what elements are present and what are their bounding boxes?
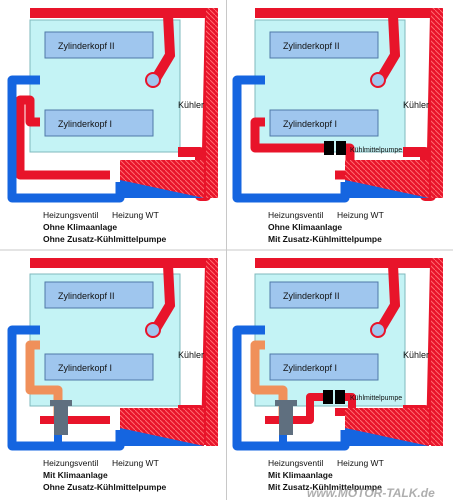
coolant-pump-icon	[336, 141, 346, 155]
hose-joint-icon	[145, 322, 161, 338]
head-outlet-hose	[150, 260, 176, 335]
heater-label: Heizung WT	[112, 458, 159, 468]
cylinder-head-1	[44, 353, 154, 381]
cylinder-head-2	[269, 281, 379, 309]
heater-valve-icon	[54, 403, 68, 435]
heater-core-cold	[120, 180, 204, 198]
hose-joint-icon	[370, 322, 386, 338]
cylinder-head-2	[269, 31, 379, 59]
config-line-1: Mit Klimaanlage	[268, 470, 333, 480]
cylinder-head-1	[269, 353, 379, 381]
radiator-fins-icon	[206, 8, 218, 198]
head-outlet-hose	[375, 10, 401, 85]
head-outlet-hose	[375, 260, 401, 335]
radiator-label: Kühler	[178, 350, 204, 360]
panel-4: Zylinderkopf II Zylinderkopf I Kühlmitte…	[232, 258, 443, 492]
coolant-pump-icon	[323, 390, 333, 404]
heater-core-cold	[120, 428, 204, 446]
heater-label: Heizung WT	[337, 458, 384, 468]
head-top-label: Zylinderkopf II	[283, 291, 340, 301]
radiator-fins-icon	[431, 8, 443, 198]
heater-label: Heizung WT	[112, 210, 159, 220]
valve-label: Heizungsventil	[43, 210, 98, 220]
config-line-2: Mit Zusatz-Kühlmittelpumpe	[268, 234, 382, 244]
valve-label: Heizungsventil	[268, 210, 323, 220]
radiator-label: Kühler	[403, 350, 429, 360]
config-line-1: Ohne Klimaanlage	[268, 222, 342, 232]
pump-label: Kühlmittelpumpe	[350, 395, 402, 402]
radiator-label: Kühler	[178, 100, 204, 110]
cylinder-head-2	[44, 31, 154, 59]
radiator-fins-icon	[431, 258, 443, 446]
watermark: www.MOTOR-TALK.de	[307, 486, 435, 500]
hose-joint-icon	[145, 72, 161, 88]
head-top-label: Zylinderkopf II	[58, 291, 115, 301]
valve-label: Heizungsventil	[268, 458, 323, 468]
heater-label: Heizung WT	[337, 210, 384, 220]
head-bottom-label: Zylinderkopf I	[58, 363, 112, 373]
heater-valve-icon	[279, 403, 293, 435]
config-line-2: Ohne Zusatz-Kühlmittelpumpe	[43, 482, 167, 492]
valve-label: Heizungsventil	[43, 458, 98, 468]
config-line-1: Ohne Klimaanlage	[43, 222, 117, 232]
heater-valve-cap	[50, 400, 72, 406]
coolant-pump-icon	[335, 390, 345, 404]
hose-joint-icon	[370, 72, 386, 88]
head-bottom-label: Zylinderkopf I	[283, 119, 337, 129]
config-line-1: Mit Klimaanlage	[43, 470, 108, 480]
panel-2: Zylinderkopf II Zylinderkopf I Kühlmitte…	[232, 8, 443, 244]
heater-feed-hose	[250, 117, 325, 153]
panel-3: Zylinderkopf II Zylinderkopf I Kühler He…	[7, 258, 218, 492]
cylinder-head-1	[269, 109, 379, 137]
head-top-label: Zylinderkopf II	[58, 41, 115, 51]
head-bottom-label: Zylinderkopf I	[58, 119, 112, 129]
cylinder-head-1	[44, 109, 154, 137]
pump-label: Kühlmittelpumpe	[350, 147, 402, 154]
config-line-2: Mit Zusatz-Kühlmittelpumpe	[268, 482, 382, 492]
panel-1: Zylinderkopf II Zylinderkopf I Kühler He…	[7, 8, 218, 244]
heater-feed-hose	[15, 95, 110, 180]
heater-core-cold	[345, 428, 429, 446]
heater-valve-cap	[275, 400, 297, 406]
heater-feed-hose-2	[335, 393, 356, 416]
radiator-label: Kühler	[403, 100, 429, 110]
head-top-label: Zylinderkopf II	[283, 41, 340, 51]
config-line-2: Ohne Zusatz-Kühlmittelpumpe	[43, 234, 167, 244]
cylinder-head-2	[44, 281, 154, 309]
radiator-fins-icon	[206, 258, 218, 446]
head-outlet-hose	[150, 10, 176, 85]
head-bottom-label: Zylinderkopf I	[283, 363, 337, 373]
heater-core-cold	[345, 180, 429, 198]
coolant-pump-icon	[324, 141, 334, 155]
